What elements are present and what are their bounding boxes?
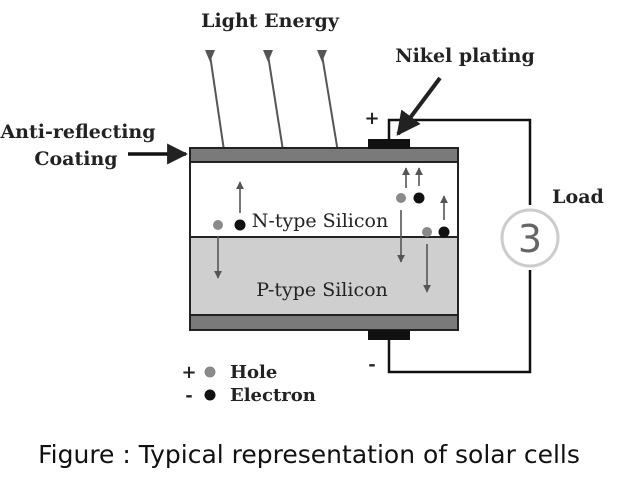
top-nickel-contact <box>368 139 410 149</box>
p-type-layer <box>189 236 459 316</box>
electron-dot <box>234 219 246 231</box>
legend-hole-sign: + <box>181 362 196 383</box>
p-type-label: P-type Silicon <box>256 279 388 301</box>
anti-reflecting-label-line1: Anti-reflecting <box>0 121 156 143</box>
load-symbol: 3 <box>518 217 542 261</box>
circuit-wire <box>387 118 532 205</box>
nikel-plating-label: Nikel plating <box>395 45 535 67</box>
load-circle <box>500 208 560 268</box>
nikel-plating-pointer <box>396 76 442 136</box>
legend-electron-sign: - <box>185 385 192 406</box>
n-type-label: N-type Silicon <box>252 210 388 232</box>
bottom-contact-layer <box>189 314 459 331</box>
plus-terminal-label: + <box>364 108 379 129</box>
top-coating-layer <box>189 147 459 163</box>
electron-dot <box>413 192 425 204</box>
load-label: Load <box>552 186 604 208</box>
legend-hole-label: Hole <box>230 362 277 383</box>
light-energy-label: Light Energy <box>201 10 340 32</box>
legend: + Hole - Electron <box>181 362 315 406</box>
bottom-nickel-contact <box>368 330 410 340</box>
legend-electron-dot <box>204 389 216 401</box>
anti-reflecting-label-line2: Coating <box>34 148 117 170</box>
solar-cell-diagram: 3 Light Energy Nikel plating Anti-reflec… <box>0 10 604 406</box>
legend-hole-dot <box>204 366 216 378</box>
minus-terminal-label: - <box>368 354 375 375</box>
figure-caption: Figure : Typical representation of solar… <box>38 440 580 469</box>
hole-dot <box>396 193 406 203</box>
legend-electron-label: Electron <box>230 385 316 406</box>
electron-dot <box>438 226 450 238</box>
circuit-wire <box>387 270 532 374</box>
hole-dot <box>213 220 223 230</box>
charge-carriers <box>213 167 450 293</box>
hole-dot <box>422 227 432 237</box>
